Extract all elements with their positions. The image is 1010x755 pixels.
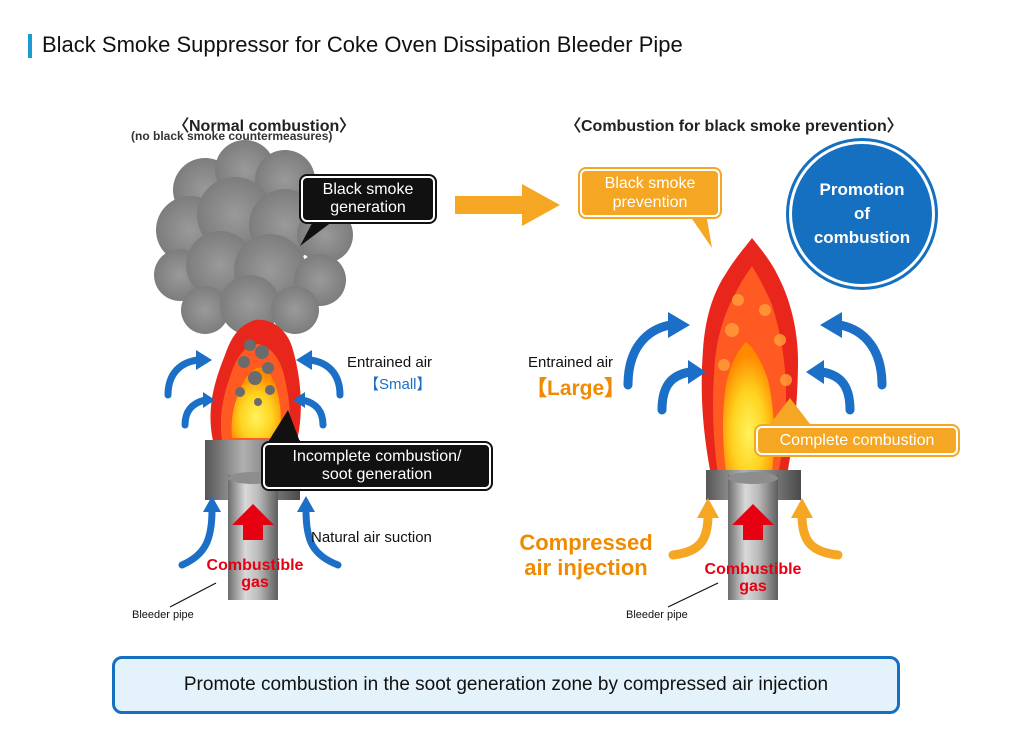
right-bleeder-pipe-label: Bleeder pipe	[626, 609, 688, 621]
transition-arrow	[455, 184, 560, 226]
left-bleeder-pipe-label: Bleeder pipe	[132, 609, 194, 621]
page-title: Black Smoke Suppressor for Coke Oven Dis…	[42, 32, 683, 57]
callout-line: prevention	[612, 194, 688, 211]
badge-line: Promotion	[819, 180, 905, 199]
left-subheading: (no black smoke countermeasures)	[131, 129, 333, 143]
black-smoke-cloud	[154, 140, 353, 335]
callout-line: soot generation	[321, 466, 433, 483]
left-entrained-air-label: Entrained air	[347, 354, 433, 371]
left-heading: 〈Normal combustion〉	[173, 118, 356, 135]
callout-line: Incomplete combustion/	[292, 448, 462, 465]
left-combustible-gas-label: Combustible gas	[200, 557, 310, 591]
summary-box: Promote combustion in the soot generatio…	[112, 656, 900, 714]
callout-line: Complete combustion	[779, 432, 935, 449]
left-entrained-air-arrows	[164, 356, 344, 429]
right-entrained-air-label: Entrained air	[528, 354, 614, 371]
natural-air-suction-label: Natural air suction	[311, 529, 432, 546]
right-combustible-gas-label: Combustible gas	[698, 561, 808, 595]
callout-line: Black smoke	[604, 175, 696, 192]
callout-black-smoke-prevention: Black smoke prevention	[580, 169, 720, 217]
gas-line: Combustible	[704, 561, 802, 578]
callout-incomplete-combustion: Incomplete combustion/ soot generation	[263, 443, 491, 489]
gas-line: gas	[241, 574, 269, 591]
left-flame	[210, 319, 301, 445]
right-pipe-leader	[667, 582, 719, 608]
title-accent-bar	[28, 34, 32, 58]
right-bleeder-pipe	[706, 470, 801, 600]
left-pipe-leader	[169, 582, 217, 608]
badge-line: of	[853, 204, 871, 223]
badge-line: combustion	[813, 228, 911, 247]
incomplete-callout-tail	[268, 410, 300, 442]
gas-line: Combustible	[206, 557, 304, 574]
right-heading: 〈Combustion for black smoke prevention〉	[565, 118, 903, 135]
gas-line: gas	[739, 578, 767, 595]
callout-line: Black smoke	[322, 181, 414, 198]
right-entrained-air-size: 【Large】	[526, 377, 626, 400]
natural-air-suction-arrows	[178, 506, 342, 569]
promotion-of-combustion-badge: Promotion of combustion	[789, 141, 935, 287]
complete-callout-tail	[770, 398, 810, 424]
compressed-line: air injection	[524, 555, 648, 580]
left-entrained-air-size: 【Small】	[364, 376, 432, 393]
callout-complete-combustion: Complete combustion	[756, 426, 958, 455]
summary-text: Promote combustion in the soot generatio…	[183, 674, 829, 695]
right-flame	[701, 238, 798, 480]
callout-black-smoke-generation: Black smoke generation	[301, 176, 435, 222]
right-entrained-air-arrows	[623, 320, 887, 415]
compressed-air-arrows	[668, 510, 843, 560]
prevention-callout-tail	[688, 213, 712, 248]
callout-line: generation	[330, 199, 406, 216]
compressed-air-injection-label: Compressed air injection	[505, 530, 667, 580]
compressed-line: Compressed	[519, 530, 653, 555]
